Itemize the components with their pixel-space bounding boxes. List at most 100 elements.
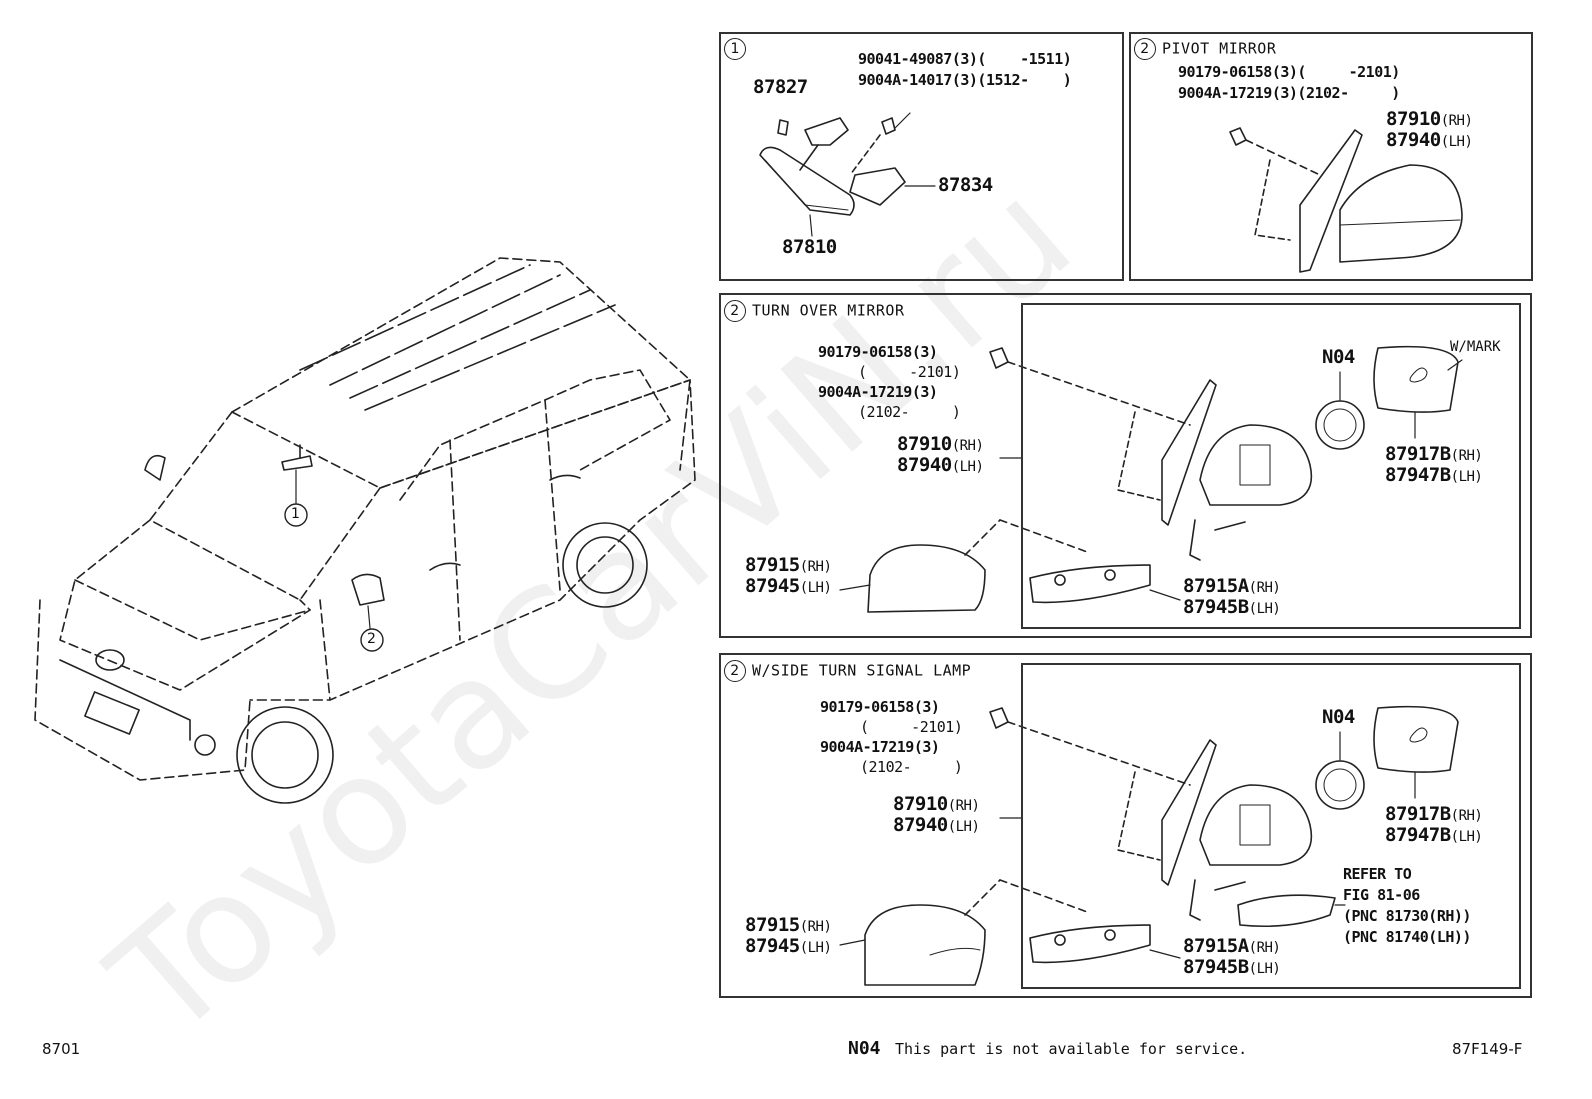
panel-2-title: PIVOT MIRROR xyxy=(1162,39,1277,58)
part-87810[interactable]: 87810 xyxy=(782,236,837,258)
p3-part-87945B-lh[interactable]: 87945B(LH) xyxy=(1183,596,1281,618)
panel-1-header: 1 xyxy=(724,38,752,60)
footer-note-code: N04 xyxy=(848,1038,881,1059)
callout-1[interactable]: 1 xyxy=(291,506,300,522)
p4-refer-line-4[interactable]: (PNC 81740(LH)) xyxy=(1343,928,1471,946)
p4-nut-b-range: (2102- ) xyxy=(860,758,963,776)
part-87834[interactable]: 87834 xyxy=(938,174,993,196)
rh-suffix: (RH) xyxy=(799,559,832,575)
p4-part-9004A-17219[interactable]: 9004A-17219(3) xyxy=(820,738,940,756)
p4-part-87915A-rh[interactable]: 87915A(RH) xyxy=(1183,935,1281,957)
panel-3-mirror-assembly-frame xyxy=(1021,303,1521,629)
p4-87910-number: 87910 xyxy=(893,793,948,815)
p4-part-87910-rh[interactable]: 87910(RH) xyxy=(893,793,980,815)
p3-87915-number: 87915 xyxy=(745,554,800,576)
p4-87915-number: 87915 xyxy=(745,914,800,936)
part-87827[interactable]: 87827 xyxy=(753,76,808,98)
lh-suffix: (LH) xyxy=(951,459,984,475)
panel-1-artwork xyxy=(759,112,936,237)
rh-suffix: (RH) xyxy=(1440,113,1473,129)
panel-pivot-mirror xyxy=(1129,32,1533,281)
p3-part-87915-rh[interactable]: 87915(RH) xyxy=(745,554,832,576)
p4-n04-label[interactable]: N04 xyxy=(1322,706,1355,728)
panel-inner-mirror xyxy=(719,32,1124,281)
p3-part-87945-lh[interactable]: 87945(LH) xyxy=(745,575,832,597)
footer-illustration-code: 87F149-F xyxy=(1452,1040,1523,1058)
panel-4-title: W/SIDE TURN SIGNAL LAMP xyxy=(752,661,972,680)
p4-87917B-number: 87917B xyxy=(1385,803,1451,825)
panel-3-marker: 2 xyxy=(724,300,746,322)
rh-suffix: (RH) xyxy=(951,438,984,454)
panel-4-header: 2 W/SIDE TURN SIGNAL LAMP xyxy=(724,660,971,682)
p3-part-87910-rh[interactable]: 87910(RH) xyxy=(897,433,984,455)
panel-2-marker: 2 xyxy=(1134,38,1156,60)
panel-side-turn-signal-lamp xyxy=(719,653,1532,998)
p4-part-87945-lh[interactable]: 87945(LH) xyxy=(745,935,832,957)
part-9004A-14017[interactable]: 9004A-14017(3)(1512- ) xyxy=(858,71,1072,89)
callout-2[interactable]: 2 xyxy=(367,631,376,647)
panel-2-header: 2 PIVOT MIRROR xyxy=(1134,38,1276,60)
p4-part-87945B-lh[interactable]: 87945B(LH) xyxy=(1183,956,1281,978)
part-90179-06158[interactable]: 90179-06158(3)( -2101) xyxy=(1178,63,1400,81)
lh-suffix: (LH) xyxy=(799,580,832,596)
p3-part-87915A-rh[interactable]: 87915A(RH) xyxy=(1183,575,1281,597)
rh-suffix: (RH) xyxy=(799,919,832,935)
lh-suffix: (LH) xyxy=(799,940,832,956)
p4-part-87940-lh[interactable]: 87940(LH) xyxy=(893,814,980,836)
p3-87945B-number: 87945B xyxy=(1183,596,1249,618)
part-87940-lh[interactable]: 87940(LH) xyxy=(1386,129,1473,151)
p4-87947B-number: 87947B xyxy=(1385,824,1451,846)
p4-part-87917B-rh[interactable]: 87917B(RH) xyxy=(1385,803,1483,825)
vehicle-outline xyxy=(34,257,696,804)
rh-suffix: (RH) xyxy=(1248,580,1281,596)
footer-figure-code: 8701 xyxy=(42,1040,81,1058)
p4-87915A-number: 87915A xyxy=(1183,935,1249,957)
p4-nut-a-range: ( -2101) xyxy=(860,718,963,736)
p3-part-87940-lh[interactable]: 87940(LH) xyxy=(897,454,984,476)
panel-3-title: TURN OVER MIRROR xyxy=(752,301,905,320)
p4-87940-number: 87940 xyxy=(893,814,948,836)
panel-turn-over-mirror xyxy=(719,293,1532,638)
panel-4-marker: 2 xyxy=(724,660,746,682)
part-9004A-17219[interactable]: 9004A-17219(3)(2102- ) xyxy=(1178,84,1400,102)
p4-part-87915-rh[interactable]: 87915(RH) xyxy=(745,914,832,936)
p4-87945B-number: 87945B xyxy=(1183,956,1249,978)
p4-part-87947B-lh[interactable]: 87947B(LH) xyxy=(1385,824,1483,846)
p3-part-87917B-rh[interactable]: 87917B(RH) xyxy=(1385,443,1483,465)
rh-suffix: (RH) xyxy=(1450,808,1483,824)
p3-nut-a-range: ( -2101) xyxy=(858,363,961,381)
p4-refer-line-3[interactable]: (PNC 81730(RH)) xyxy=(1343,907,1471,925)
p4-refer-line-2[interactable]: FIG 81-06 xyxy=(1343,886,1420,904)
lh-suffix: (LH) xyxy=(1450,469,1483,485)
lh-suffix: (LH) xyxy=(947,819,980,835)
part-87940-number: 87940 xyxy=(1386,129,1441,151)
p3-87945-number: 87945 xyxy=(745,575,800,597)
p3-part-9004A-17219[interactable]: 9004A-17219(3) xyxy=(818,383,938,401)
part-87910-rh[interactable]: 87910(RH) xyxy=(1386,108,1473,130)
part-90041-49087[interactable]: 90041-49087(3)( -1511) xyxy=(858,50,1072,68)
p3-n04-label[interactable]: N04 xyxy=(1322,346,1355,368)
p3-87915A-number: 87915A xyxy=(1183,575,1249,597)
panel-3-artwork xyxy=(839,345,1463,613)
lh-suffix: (LH) xyxy=(1248,961,1281,977)
p3-wmark-label: W/MARK xyxy=(1450,339,1501,355)
panel-1-marker: 1 xyxy=(724,38,746,60)
p4-87945-number: 87945 xyxy=(745,935,800,957)
p3-87947B-number: 87947B xyxy=(1385,464,1451,486)
rh-suffix: (RH) xyxy=(1450,448,1483,464)
p3-87910-number: 87910 xyxy=(897,433,952,455)
p4-part-90179-06158[interactable]: 90179-06158(3) xyxy=(820,698,940,716)
lh-suffix: (LH) xyxy=(1450,829,1483,845)
footer-note-text: This part is not available for service. xyxy=(895,1040,1248,1058)
p3-nut-b-range: (2102- ) xyxy=(858,403,961,421)
panel-3-header: 2 TURN OVER MIRROR xyxy=(724,300,905,322)
panel-4-artwork xyxy=(839,705,1459,986)
lh-suffix: (LH) xyxy=(1440,134,1473,150)
p3-87940-number: 87940 xyxy=(897,454,952,476)
panel-2-artwork xyxy=(1229,127,1463,273)
p3-part-87947B-lh[interactable]: 87947B(LH) xyxy=(1385,464,1483,486)
part-87910-number: 87910 xyxy=(1386,108,1441,130)
p3-part-90179-06158[interactable]: 90179-06158(3) xyxy=(818,343,938,361)
p3-87917B-number: 87917B xyxy=(1385,443,1451,465)
